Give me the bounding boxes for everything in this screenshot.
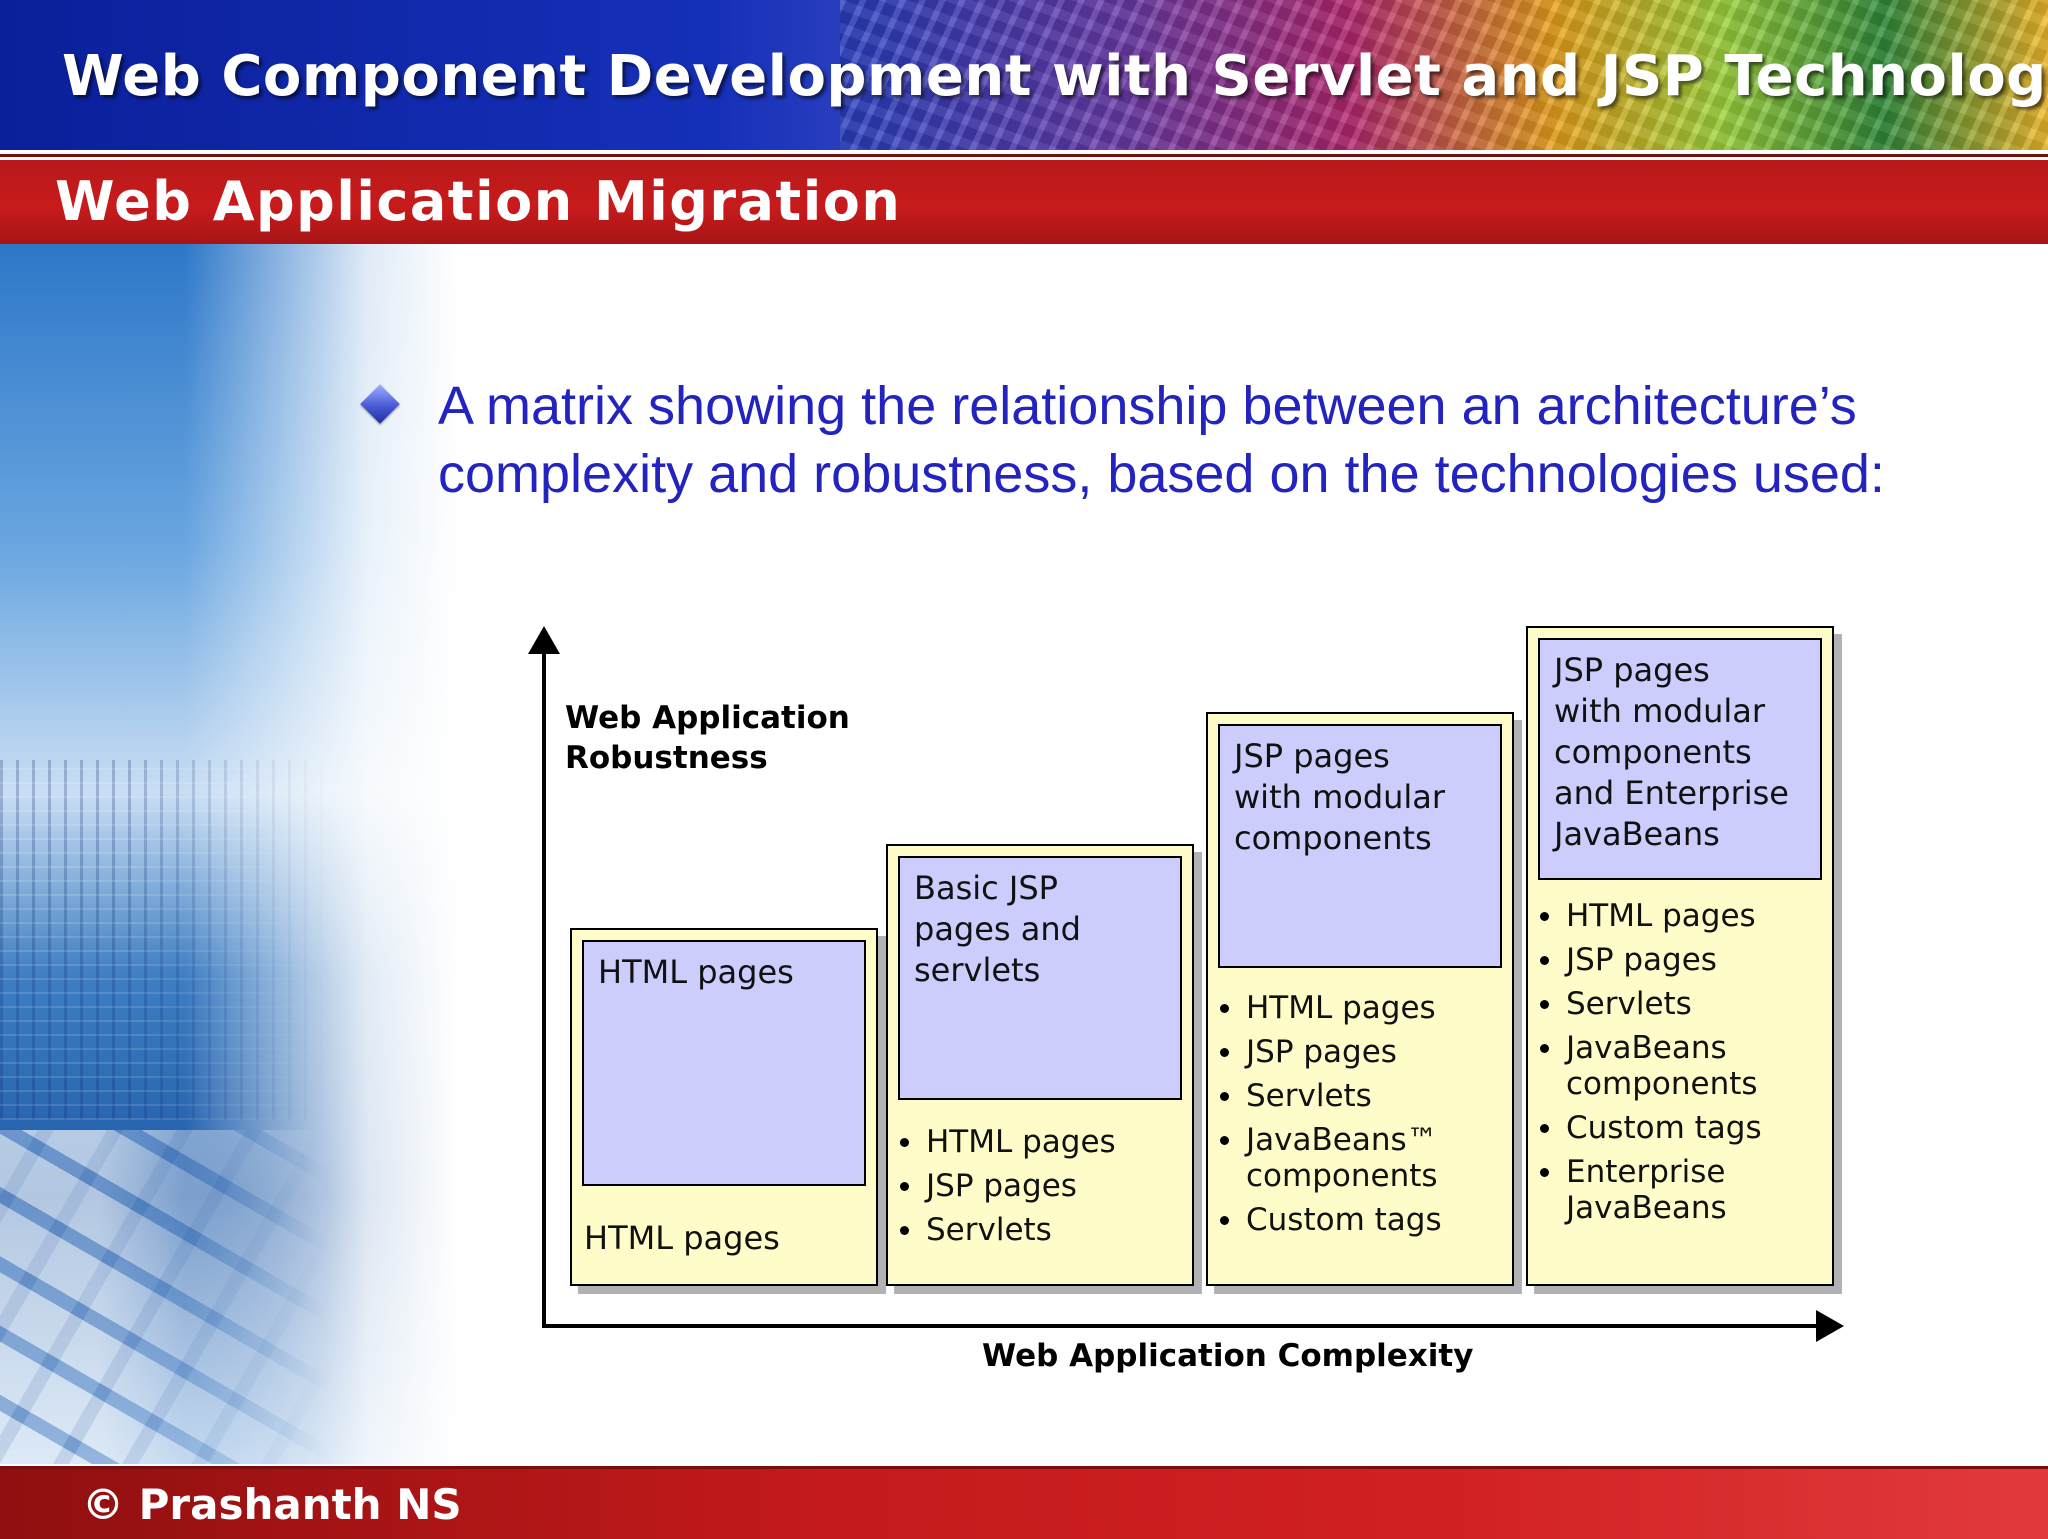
list-item: JSP pages: [1216, 1034, 1504, 1070]
axes: [528, 626, 1844, 1342]
footer-bar: [0, 1466, 2048, 1539]
y-axis-arrow-icon: [528, 626, 560, 654]
x-axis-label: Web Application Complexity: [982, 1338, 1474, 1374]
column-2-list: HTML pages JSP pages Servlets: [896, 1124, 1184, 1256]
footer-copyright: © Prashanth NS: [82, 1480, 462, 1529]
list-item: JSP pages: [896, 1168, 1184, 1204]
column-3-title-box: JSP pages with modular components: [1218, 724, 1502, 968]
x-axis-arrow-icon: [1816, 1310, 1844, 1342]
column-2-title-line: servlets: [914, 951, 1041, 989]
list-item: Servlets: [896, 1212, 1184, 1248]
matrix-column-1: HTML pages HTML pages: [570, 928, 878, 1286]
circuit-board-image: [0, 760, 330, 1120]
divider: [0, 154, 2048, 157]
header-banner: [0, 0, 2048, 150]
list-item: Servlets: [1536, 986, 1824, 1022]
column-4-title-line: JavaBeans: [1554, 815, 1720, 853]
column-1-content: HTML pages: [584, 1219, 780, 1257]
list-item: HTML pages: [896, 1124, 1184, 1160]
matrix-column-4: JSP pages with modular components and En…: [1526, 626, 1834, 1286]
section-title: Web Application Migration: [55, 170, 902, 233]
column-4-title-box: JSP pages with modular components and En…: [1538, 638, 1822, 880]
column-4-title-line: components: [1554, 733, 1752, 771]
column-1-title: HTML pages: [598, 953, 794, 991]
matrix-column-3: JSP pages with modular components HTML p…: [1206, 712, 1514, 1286]
column-2-title-line: Basic JSP: [914, 869, 1058, 907]
column-2-title: Basic JSP pages and servlets: [914, 868, 1170, 991]
bullet-text: A matrix showing the relationship betwee…: [438, 376, 1885, 504]
list-item: HTML pages: [1536, 898, 1824, 934]
column-4-title-line: with modular: [1554, 692, 1766, 730]
column-1-title-box: HTML pages: [582, 940, 866, 1186]
column-2-title-box: Basic JSP pages and servlets: [898, 856, 1182, 1100]
section-bar: [0, 160, 2048, 244]
list-item: HTML pages: [1216, 990, 1504, 1026]
keyboard-image: [0, 1130, 330, 1464]
column-3-title-line: components: [1234, 819, 1432, 857]
y-axis-label-line1: Web Application: [565, 700, 850, 736]
list-item: JavaBeans components: [1536, 1030, 1824, 1102]
column-3-title: JSP pages with modular components: [1234, 736, 1490, 859]
column-4-list: HTML pages JSP pages Servlets JavaBeans …: [1536, 898, 1824, 1234]
list-item: Servlets: [1216, 1078, 1504, 1114]
list-item: Custom tags: [1216, 1202, 1504, 1238]
y-axis-label-line2: Robustness: [565, 740, 768, 776]
column-3-title-line: JSP pages: [1234, 737, 1390, 775]
column-3-list: HTML pages JSP pages Servlets JavaBeans™…: [1216, 990, 1504, 1246]
list-item: JavaBeans™ components: [1216, 1122, 1504, 1194]
column-4-title: JSP pages with modular components and En…: [1554, 650, 1810, 855]
page-title: Web Component Development with Servlet a…: [62, 44, 2048, 109]
divider: [0, 150, 2048, 154]
banner-decoration: [840, 0, 2048, 150]
list-item: JSP pages: [1536, 942, 1824, 978]
matrix-column-2: Basic JSP pages and servlets HTML pages …: [886, 844, 1194, 1286]
list-item: Enterprise JavaBeans: [1536, 1154, 1824, 1226]
robustness-complexity-matrix: Web Application Robustness Web Applicati…: [520, 620, 1860, 1380]
column-3-title-line: with modular: [1234, 778, 1446, 816]
column-2-title-line: pages and: [914, 910, 1081, 948]
column-4-title-line: JSP pages: [1554, 651, 1710, 689]
column-4-title-line: and Enterprise: [1554, 774, 1789, 812]
list-item: Custom tags: [1536, 1110, 1824, 1146]
